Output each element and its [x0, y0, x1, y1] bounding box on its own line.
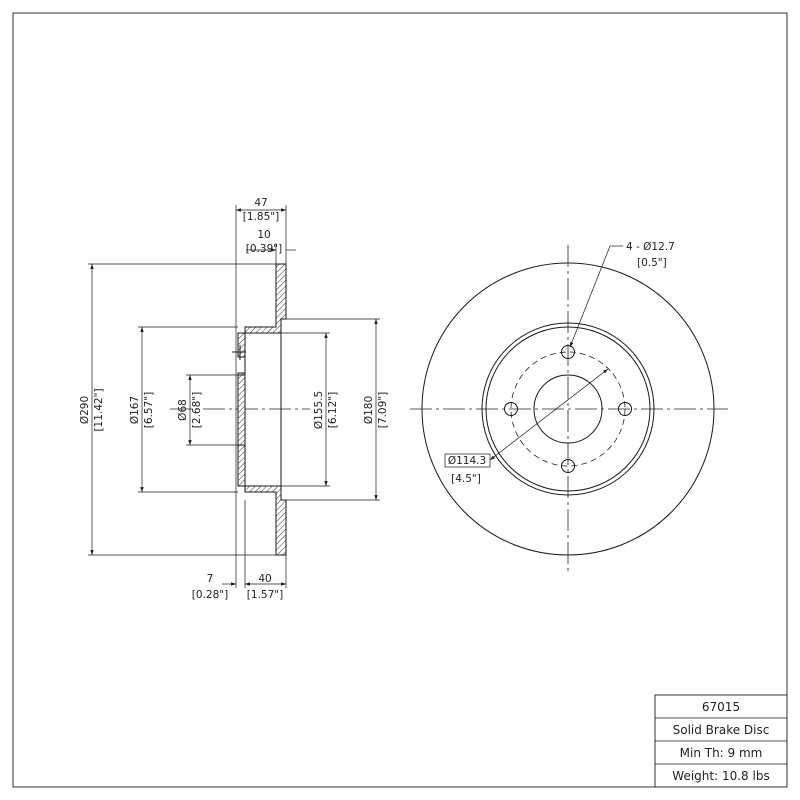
front-view: 4 - Ø12.7 [0.5"] Ø114.3 [4.5"] — [410, 241, 728, 575]
section-view: 47 [1.85"] 10 [0.39"] Ø290 [11.42"] Ø167… — [79, 197, 389, 601]
dim-bolt-circle-mm: Ø114.3 — [448, 455, 486, 467]
dim-hat-diameter-mm: Ø167 — [129, 396, 141, 424]
dim-bolt-holes-mm: 4 - Ø12.7 — [626, 241, 675, 253]
dim-center-bore-in: [2.68"] — [191, 392, 203, 428]
dim-center-bore-mm: Ø68 — [177, 399, 189, 421]
min-thickness: Min Th: 9 mm — [680, 746, 763, 760]
dim-overall-width-in: [1.85"] — [243, 211, 279, 223]
section-upper-hatch — [237, 263, 287, 376]
dim-bolt-circle-in: [4.5"] — [451, 473, 481, 485]
dim-overall-width-mm: 47 — [254, 197, 267, 209]
part-description: Solid Brake Disc — [673, 723, 770, 737]
dim-rotor-thickness-in: [0.39"] — [246, 243, 282, 255]
bolt-circle-label-box — [444, 453, 491, 468]
drawing-frame — [12, 12, 788, 788]
dim-inner-hat-diameter-in: [6.12"] — [327, 392, 339, 428]
dim-hat-wall-in: [0.28"] — [192, 589, 228, 601]
section-hat-wall — [237, 374, 246, 446]
dim-bolt-holes-in: [0.5"] — [637, 257, 667, 269]
dim-hat-depth-in: [1.57"] — [247, 589, 283, 601]
dim-outer-diameter-mm: Ø290 — [79, 396, 91, 424]
dim-inner-hat-diameter-mm: Ø155.5 — [313, 391, 325, 429]
part-number: 67015 — [702, 700, 740, 714]
weight: Weight: 10.8 lbs — [672, 769, 769, 783]
dim-rotor-thickness-mm: 10 — [257, 229, 270, 241]
dim-braking-inner-diameter-mm: Ø180 — [363, 396, 375, 424]
dim-hat-depth-mm: 40 — [258, 573, 271, 585]
section-lower-hatch — [237, 444, 287, 556]
dim-hat-diameter-in: [6.57"] — [143, 392, 155, 428]
dim-outer-diameter-in: [11.42"] — [93, 388, 105, 431]
title-block: 67015 Solid Brake Disc Min Th: 9 mm Weig… — [654, 694, 788, 788]
dim-braking-inner-diameter-in: [7.09"] — [377, 392, 389, 428]
dim-hat-wall-mm: 7 — [207, 573, 214, 585]
